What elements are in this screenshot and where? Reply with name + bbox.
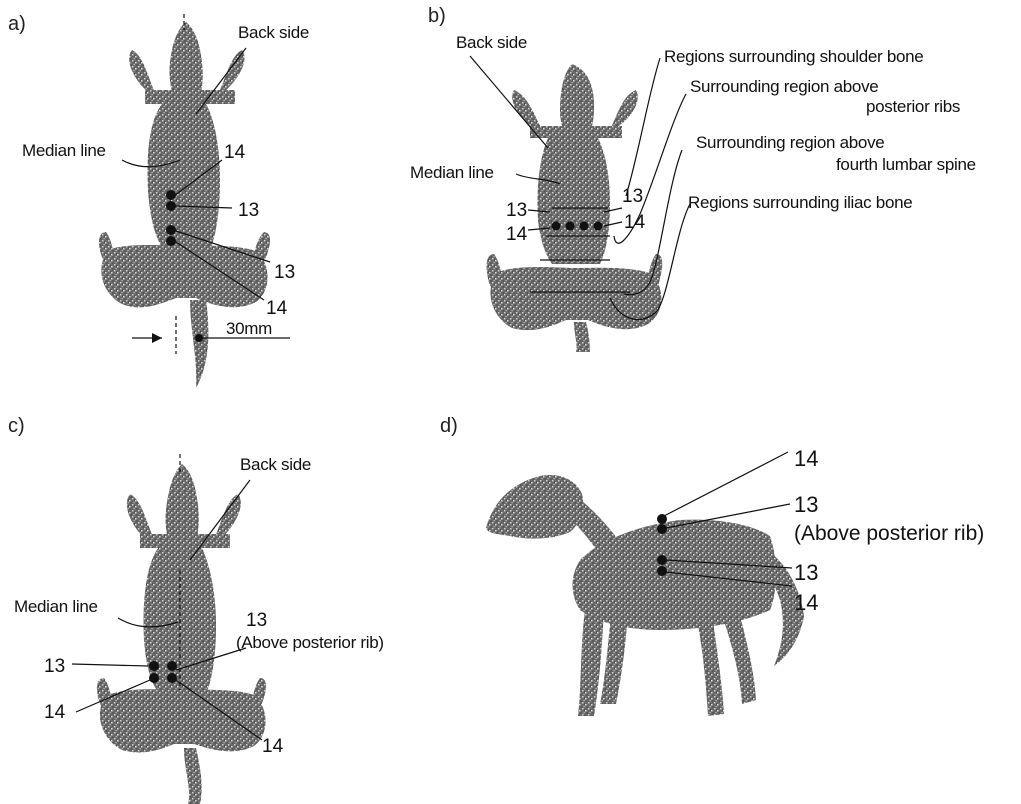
panel-d-label-13-bottom: 13	[794, 560, 818, 585]
panel-b-posterior-ribs-label-1: Surrounding region above	[690, 77, 878, 96]
panel-d-label-14-bottom: 14	[794, 590, 818, 615]
panel-d: d) 14 13 (Above posterior rib) 13	[440, 415, 984, 716]
panel-c-back-side-label: Back side	[240, 455, 311, 474]
panel-b-label-13-left: 13	[506, 200, 527, 221]
panel-a: a)	[8, 13, 309, 388]
panel-a-median-line-label: Median line	[22, 141, 106, 160]
panel-b-lumbar-label-2: fourth lumbar spine	[836, 155, 976, 174]
panel-c-label-14-right: 14	[262, 736, 284, 757]
panel-a-label-14-bottom: 14	[266, 298, 288, 319]
panel-b-lumbar-label-1: Surrounding region above	[696, 133, 884, 152]
panel-c-letter: c)	[8, 415, 25, 437]
panel-b-label-14-right: 14	[624, 212, 646, 233]
panel-b-label-13-right: 13	[622, 186, 643, 207]
panel-c-point-14-left	[149, 673, 159, 683]
panel-b-point-4	[594, 222, 603, 231]
panel-b-point-1	[552, 222, 561, 231]
panel-d-label-14-top: 14	[794, 446, 818, 471]
panel-a-label-13-bottom: 13	[274, 262, 295, 283]
panel-d-point-13-bottom	[657, 555, 667, 565]
panel-b-median-line-label: Median line	[410, 163, 494, 182]
panel-a-point-13-top	[166, 201, 176, 211]
panel-c-label-14-left: 14	[44, 702, 66, 723]
panel-b-back-side-label: Back side	[456, 33, 527, 52]
panel-d-label-13-top: 13	[794, 492, 818, 517]
panel-d-letter: d)	[440, 415, 458, 437]
panel-c-point-14-right	[167, 673, 177, 683]
panel-a-point-13-bottom	[166, 225, 176, 235]
panel-c-median-line-label: Median line	[14, 597, 98, 616]
panel-c-point-13-left	[149, 661, 159, 671]
panel-c-label-13-left: 13	[44, 656, 65, 677]
panel-b-label-14-left: 14	[506, 224, 528, 245]
panel-a-back-side-label: Back side	[238, 23, 309, 42]
panel-d-point-14-bottom	[657, 566, 667, 576]
panel-d-above-rib-label: (Above posterior rib)	[794, 522, 984, 545]
panel-d-point-13-top	[657, 524, 667, 534]
panel-b: b) Back side Regions surround	[410, 5, 976, 352]
panel-a-dimension-label: 30mm	[226, 319, 272, 338]
panel-c-above-rib-label: (Above posterior rib)	[236, 633, 384, 652]
panel-b-point-2	[566, 222, 575, 231]
panel-a-point-14-bottom	[166, 236, 176, 246]
panel-a-label-13-top: 13	[238, 200, 259, 221]
panel-b-shoulder-label: Regions surrounding shoulder bone	[664, 47, 923, 66]
panel-b-posterior-ribs-label-2: posterior ribs	[866, 97, 960, 116]
panel-a-letter: a)	[8, 13, 26, 35]
panel-b-iliac-label: Regions surrounding iliac bone	[688, 193, 912, 212]
panel-c: c) Back side Median line 13 (Above poste…	[8, 415, 384, 804]
panel-c-point-13-right	[167, 661, 177, 671]
panel-a-label-14-top: 14	[224, 142, 246, 163]
panel-b-letter: b)	[428, 5, 446, 27]
panel-b-point-3	[580, 222, 589, 231]
panel-c-label-13-right: 13	[246, 610, 267, 631]
